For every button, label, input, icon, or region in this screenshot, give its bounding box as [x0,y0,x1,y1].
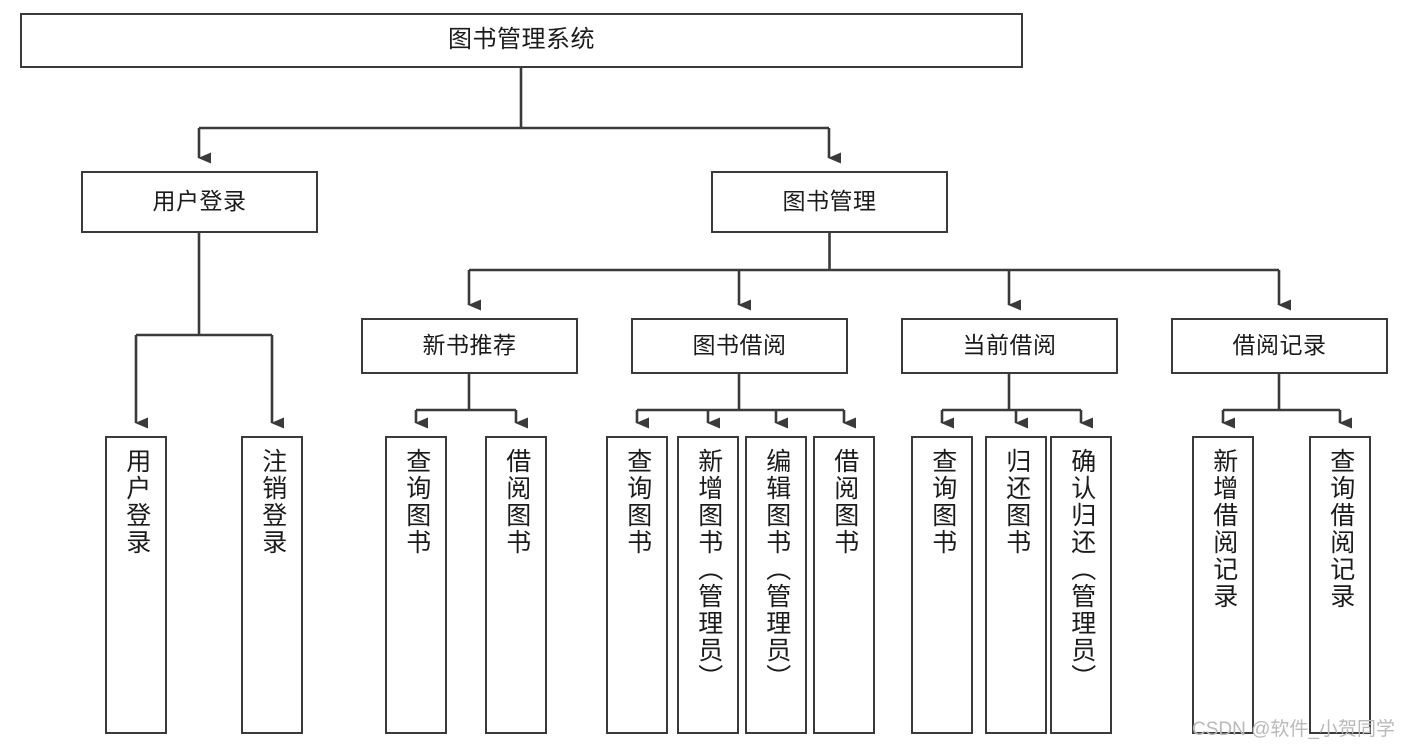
level3-node-3[interactable]: 借阅记录 [1171,318,1388,374]
level3-node-0[interactable]: 新书推荐 [361,318,578,374]
leaf-node-label: 查询借阅记录 [1326,448,1355,610]
leaf-node-label: 用户登录 [122,448,151,556]
leaf-node-4[interactable]: 查询图书 [606,436,668,734]
leaf-node-2[interactable]: 查询图书 [385,436,447,734]
leaf-node-label: 编辑图书（管理员） [762,448,791,691]
level3-node-label: 图书借阅 [692,332,787,359]
leaf-node-9[interactable]: 归还图书 [985,436,1047,734]
level3-node-2[interactable]: 当前借阅 [901,318,1118,374]
leaf-node-11[interactable]: 新增借阅记录 [1192,436,1254,734]
leaf-node-12[interactable]: 查询借阅记录 [1309,436,1371,734]
leaf-node-10[interactable]: 确认归还（管理员） [1050,436,1112,734]
level3-node-1[interactable]: 图书借阅 [631,318,848,374]
leaf-node-6[interactable]: 编辑图书（管理员） [745,436,807,734]
leaf-node-label: 归还图书 [1002,448,1031,556]
level2-node-label: 图书管理 [782,188,877,215]
leaf-node-1[interactable]: 注销登录 [241,436,303,734]
leaf-node-5[interactable]: 新增图书（管理员） [677,436,739,734]
leaf-node-8[interactable]: 查询图书 [911,436,973,734]
level2-node-label: 用户登录 [152,188,247,215]
leaf-node-label: 新增图书（管理员） [694,448,723,691]
leaf-node-label: 注销登录 [258,448,287,556]
leaf-node-3[interactable]: 借阅图书 [485,436,547,734]
leaf-node-label: 查询图书 [623,448,652,556]
root-node-label: 图书管理系统 [448,26,595,54]
level2-node-0[interactable]: 用户登录 [81,171,318,233]
leaf-node-7[interactable]: 借阅图书 [813,436,875,734]
level3-node-label: 借阅记录 [1232,332,1327,359]
leaf-node-label: 查询图书 [402,448,431,556]
leaf-node-label: 新增借阅记录 [1209,448,1238,610]
leaf-node-label: 借阅图书 [502,448,531,556]
root-node-0[interactable]: 图书管理系统 [20,13,1023,68]
leaf-node-label: 借阅图书 [830,448,859,556]
leaf-node-label: 查询图书 [928,448,957,556]
leaf-node-label: 确认归还（管理员） [1067,448,1096,691]
level3-node-label: 当前借阅 [962,332,1057,359]
level3-node-label: 新书推荐 [422,332,517,359]
leaf-node-0[interactable]: 用户登录 [105,436,167,734]
watermark-text: CSDN @软件_小贺同学 [1192,719,1395,740]
level2-node-1[interactable]: 图书管理 [711,171,948,233]
